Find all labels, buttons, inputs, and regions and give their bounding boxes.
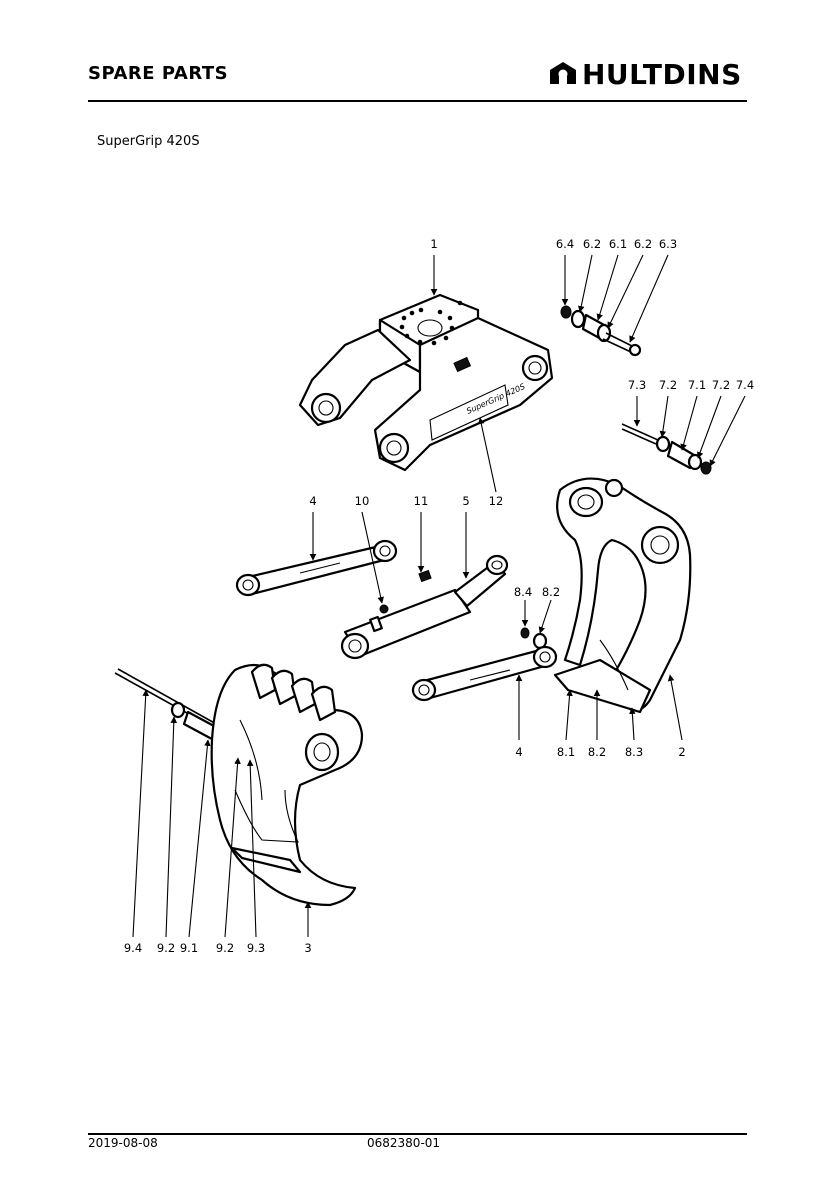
callout-8-2: 8.2	[542, 585, 560, 599]
callout-9-2: 9.2	[216, 941, 234, 955]
callout-9-2: 9.2	[157, 941, 175, 955]
page-title: SPARE PARTS	[88, 63, 229, 84]
product-subtitle: SuperGrip 420S	[97, 134, 200, 149]
footer-divider	[88, 1133, 747, 1135]
part-3-left-arm	[210, 663, 364, 907]
callout-9-1: 9.1	[180, 941, 198, 955]
brand-logo: HULTDINS	[548, 58, 742, 91]
footer-date: 2019-08-08	[88, 1136, 158, 1150]
part-6-pin-set	[560, 305, 642, 357]
footer-doc-number: 0682380-01	[367, 1136, 441, 1150]
leader-lines	[132, 254, 746, 938]
header-divider	[88, 100, 747, 102]
hultdins-logo-icon	[550, 61, 576, 84]
callout-4: 4	[515, 745, 522, 759]
brand-name: HULTDINS	[582, 58, 742, 91]
callout-2: 2	[678, 745, 685, 759]
callout-7-2: 7.2	[712, 378, 730, 392]
callout-1: 1	[430, 237, 437, 251]
callout-6-2: 6.2	[634, 237, 652, 251]
callout-6-4: 6.4	[556, 237, 574, 251]
callout-12: 12	[489, 494, 504, 508]
callout-11: 11	[414, 494, 429, 508]
part-1-bracket: SuperGrip 420S	[298, 293, 554, 472]
part-4-link-lower	[411, 645, 558, 702]
callout-7-4: 7.4	[736, 378, 754, 392]
callout-8-2: 8.2	[588, 745, 606, 759]
callout-10: 10	[355, 494, 370, 508]
callout-5: 5	[462, 494, 469, 508]
callout-9-3: 9.3	[247, 941, 265, 955]
callout-8-1: 8.1	[557, 745, 575, 759]
callout-6-3: 6.3	[659, 237, 677, 251]
callout-labels: 1 6.4 6.2 6.1 6.2 6.3 7.3 7.2 7.1 7.2 7.…	[124, 237, 754, 955]
callout-6-2: 6.2	[583, 237, 601, 251]
callout-7-3: 7.3	[628, 378, 646, 392]
callout-7-1: 7.1	[688, 378, 706, 392]
callout-7-2: 7.2	[659, 378, 677, 392]
part-4-link-upper	[235, 539, 398, 597]
callout-4: 4	[309, 494, 316, 508]
callout-8-4: 8.4	[514, 585, 532, 599]
part-7-pin-set	[621, 423, 712, 475]
callout-3: 3	[304, 941, 311, 955]
part-2-right-arm	[553, 477, 692, 714]
part-5-cylinder	[340, 554, 509, 660]
callout-6-1: 6.1	[609, 237, 627, 251]
callout-8-3: 8.3	[625, 745, 643, 759]
callout-9-4: 9.4	[124, 941, 142, 955]
